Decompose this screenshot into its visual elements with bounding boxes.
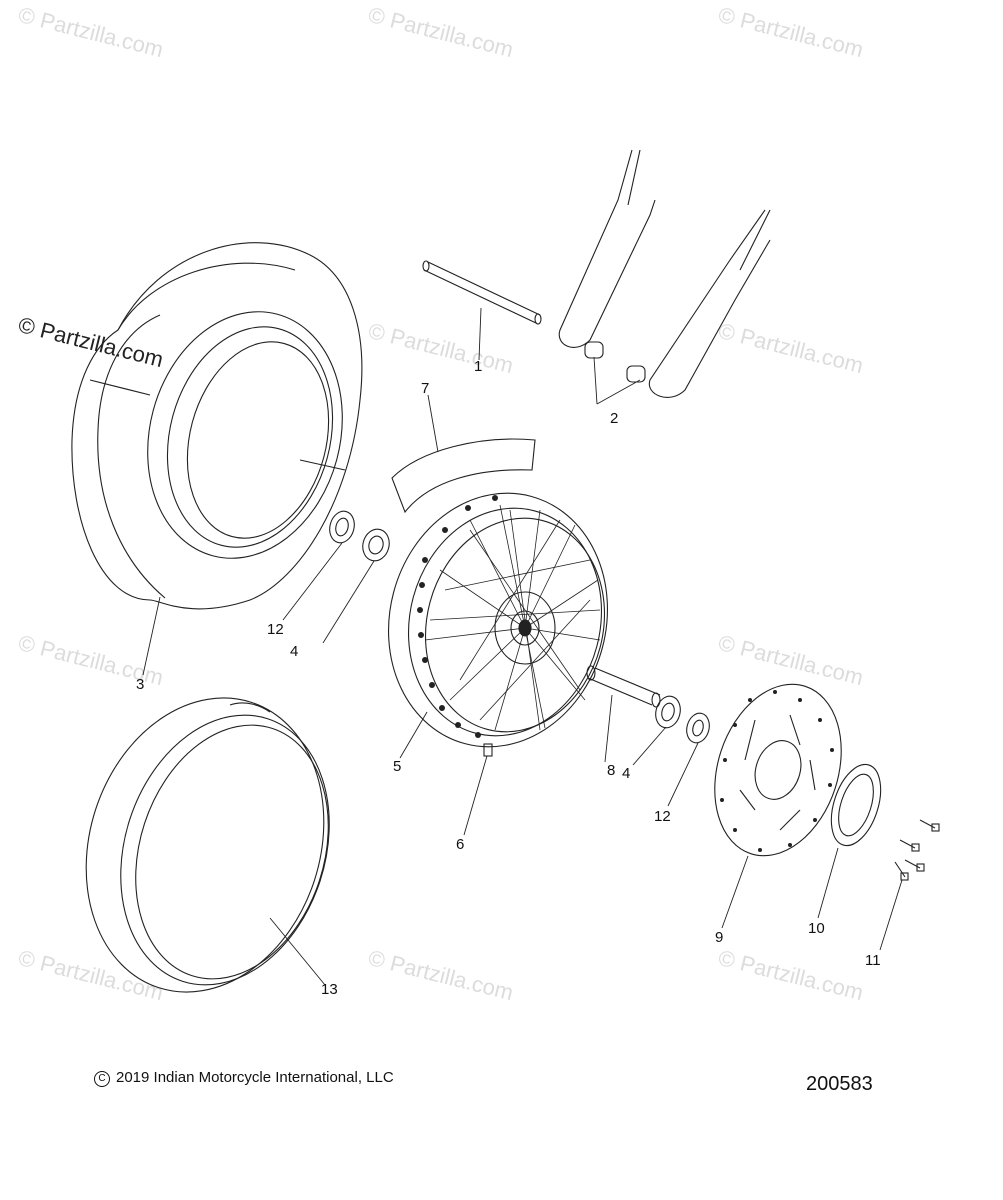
tone-ring-drawing xyxy=(830,763,882,847)
callout-4: 4 xyxy=(290,643,299,660)
callout-2: 2 xyxy=(610,410,619,427)
spacer-tube-drawing xyxy=(483,665,661,757)
left-seal-bearing-drawing xyxy=(329,510,390,562)
callout-6: 6 xyxy=(456,836,465,853)
callout-9: 9 xyxy=(715,929,724,946)
callout-8: 8 xyxy=(607,762,616,779)
copyright-icon: C xyxy=(94,1071,110,1087)
rim-strip-drawing xyxy=(85,697,330,993)
bolts-drawing xyxy=(894,819,940,881)
leader-lines xyxy=(142,307,903,986)
callout-11: 11 xyxy=(865,952,881,969)
callout-1: 1 xyxy=(474,358,483,375)
callout-12: 12 xyxy=(267,621,284,638)
diagram-id: 200583 xyxy=(806,1073,873,1095)
callout-7: 7 xyxy=(421,380,430,397)
brake-rotor-drawing xyxy=(714,683,842,857)
fork-legs-drawing xyxy=(558,149,771,398)
tire-drawing xyxy=(71,242,363,610)
copyright-notice: C 2019 Indian Motorcycle International, L… xyxy=(94,1069,394,1087)
callout-13: 13 xyxy=(321,981,338,998)
axle-drawing xyxy=(422,260,542,325)
callout-5: 5 xyxy=(393,758,402,775)
copyright-text: 2019 Indian Motorcycle International, LL… xyxy=(116,1069,394,1086)
callout-3: 3 xyxy=(136,676,145,693)
callout-10: 10 xyxy=(808,920,825,937)
spoked-wheel-drawing xyxy=(387,492,609,748)
callout-12: 12 xyxy=(654,808,671,825)
callout-4: 4 xyxy=(622,765,631,782)
rim-band-drawing xyxy=(391,438,536,514)
right-seal-bearing-drawing xyxy=(655,695,710,744)
